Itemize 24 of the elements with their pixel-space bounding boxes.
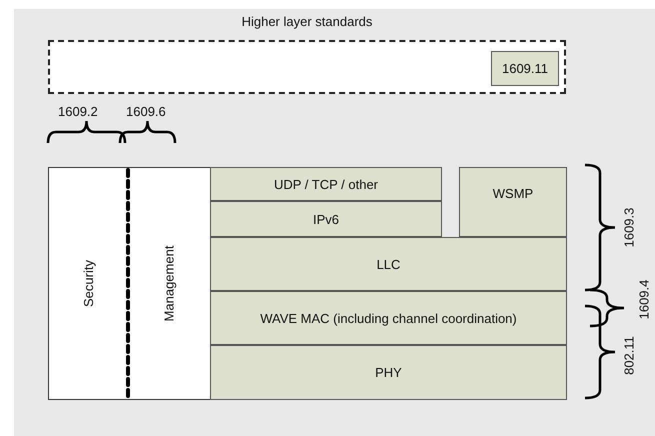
layer-box: [459, 167, 567, 237]
layer-box: [210, 291, 567, 345]
heading: Higher layer standards: [240, 14, 374, 29]
plane-box: [128, 167, 210, 400]
layer-box: [491, 51, 559, 86]
layer-label: Management: [162, 246, 176, 322]
standard-label: 1609.3: [622, 206, 636, 250]
layer-box: [210, 167, 442, 201]
layer-box: [210, 345, 567, 400]
layer-label: WSMP: [492, 186, 534, 201]
layer-label: PHY: [374, 365, 403, 380]
layer-box: [210, 237, 567, 291]
standard-label: 1609.2: [58, 104, 98, 119]
layer-label: WAVE MAC (including channel coordination): [259, 310, 518, 326]
plane-box: [48, 167, 128, 400]
layer-label: LLC: [376, 256, 402, 272]
layer-label: UDP / TCP / other: [272, 176, 380, 192]
layer-box: [210, 201, 442, 237]
layer-label: 1609.11: [500, 61, 550, 76]
layer-label: Security: [81, 260, 96, 307]
layer-label: IPv6: [312, 212, 340, 226]
standard-label: 1609.6: [126, 104, 166, 119]
standard-label: 802.11: [622, 335, 636, 377]
standard-label: 1609.4: [636, 278, 652, 322]
